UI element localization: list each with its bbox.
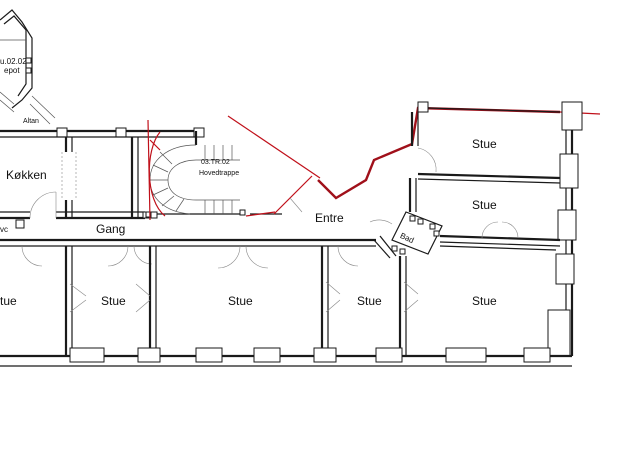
- room-label-stue-bottom-2: Stue: [101, 294, 126, 308]
- bad-room: [369, 211, 443, 259]
- room-label-wc: vc: [0, 225, 8, 234]
- upper-walls: [0, 127, 282, 220]
- altan-label: Altan: [23, 118, 39, 125]
- stair-label: Hovedtrappe: [199, 170, 239, 177]
- room-label-kokken: Køkken: [6, 168, 47, 182]
- room-label-entre: Entre: [315, 211, 344, 225]
- depot-structure: [0, 9, 33, 109]
- altan-hatch: [0, 91, 56, 125]
- lower-walls: [0, 219, 572, 367]
- main-staircase: [145, 144, 246, 218]
- room-label-stue-bottom-4: Stue: [357, 294, 382, 308]
- room-label-gang: Gang: [96, 222, 125, 236]
- room-label-stue-bottom-3: Stue: [228, 294, 253, 308]
- room-label-stue-bottom-1: tue: [0, 294, 17, 308]
- depot-label: epot: [4, 66, 20, 75]
- depot-code-label: u.02.02: [0, 57, 27, 66]
- stair-code-label: 03.TR.02: [201, 159, 230, 166]
- room-label-stue-top-1: Stue: [472, 137, 497, 151]
- room-label-stue-top-2: Stue: [472, 198, 497, 212]
- room-label-stue-bottom-5: Stue: [472, 294, 497, 308]
- right-wing-walls: [408, 101, 583, 357]
